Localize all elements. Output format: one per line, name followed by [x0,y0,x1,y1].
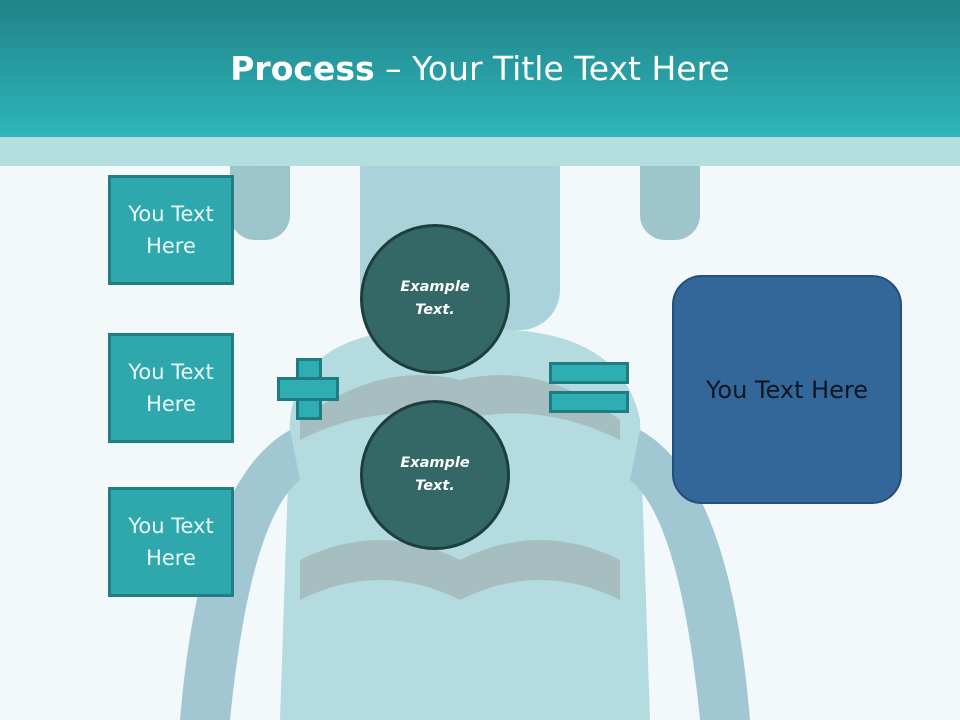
header-strip [0,137,960,166]
title-bold: Process [230,49,375,88]
example-circle-1[interactable]: Example Text. [360,224,510,374]
slide-title: Process – Your Title Text Here [230,49,729,88]
left-text-box-3[interactable]: You Text Here [108,487,234,597]
example-circle-2[interactable]: Example Text. [360,400,510,550]
circle-label: Example Text. [400,279,470,318]
result-text-box[interactable]: You Text Here [672,275,902,504]
left-text-box-2[interactable]: You Text Here [108,333,234,443]
left-text-box-1[interactable]: You Text Here [108,175,234,285]
result-label: You Text Here [705,375,869,404]
title-rest: – Your Title Text Here [374,49,730,88]
box-label: You Text Here [128,360,214,416]
box-label: You Text Here [128,514,214,570]
circle-label: Example Text. [400,455,470,494]
title-bar: Process – Your Title Text Here [0,0,960,137]
box-label: You Text Here [128,202,214,258]
